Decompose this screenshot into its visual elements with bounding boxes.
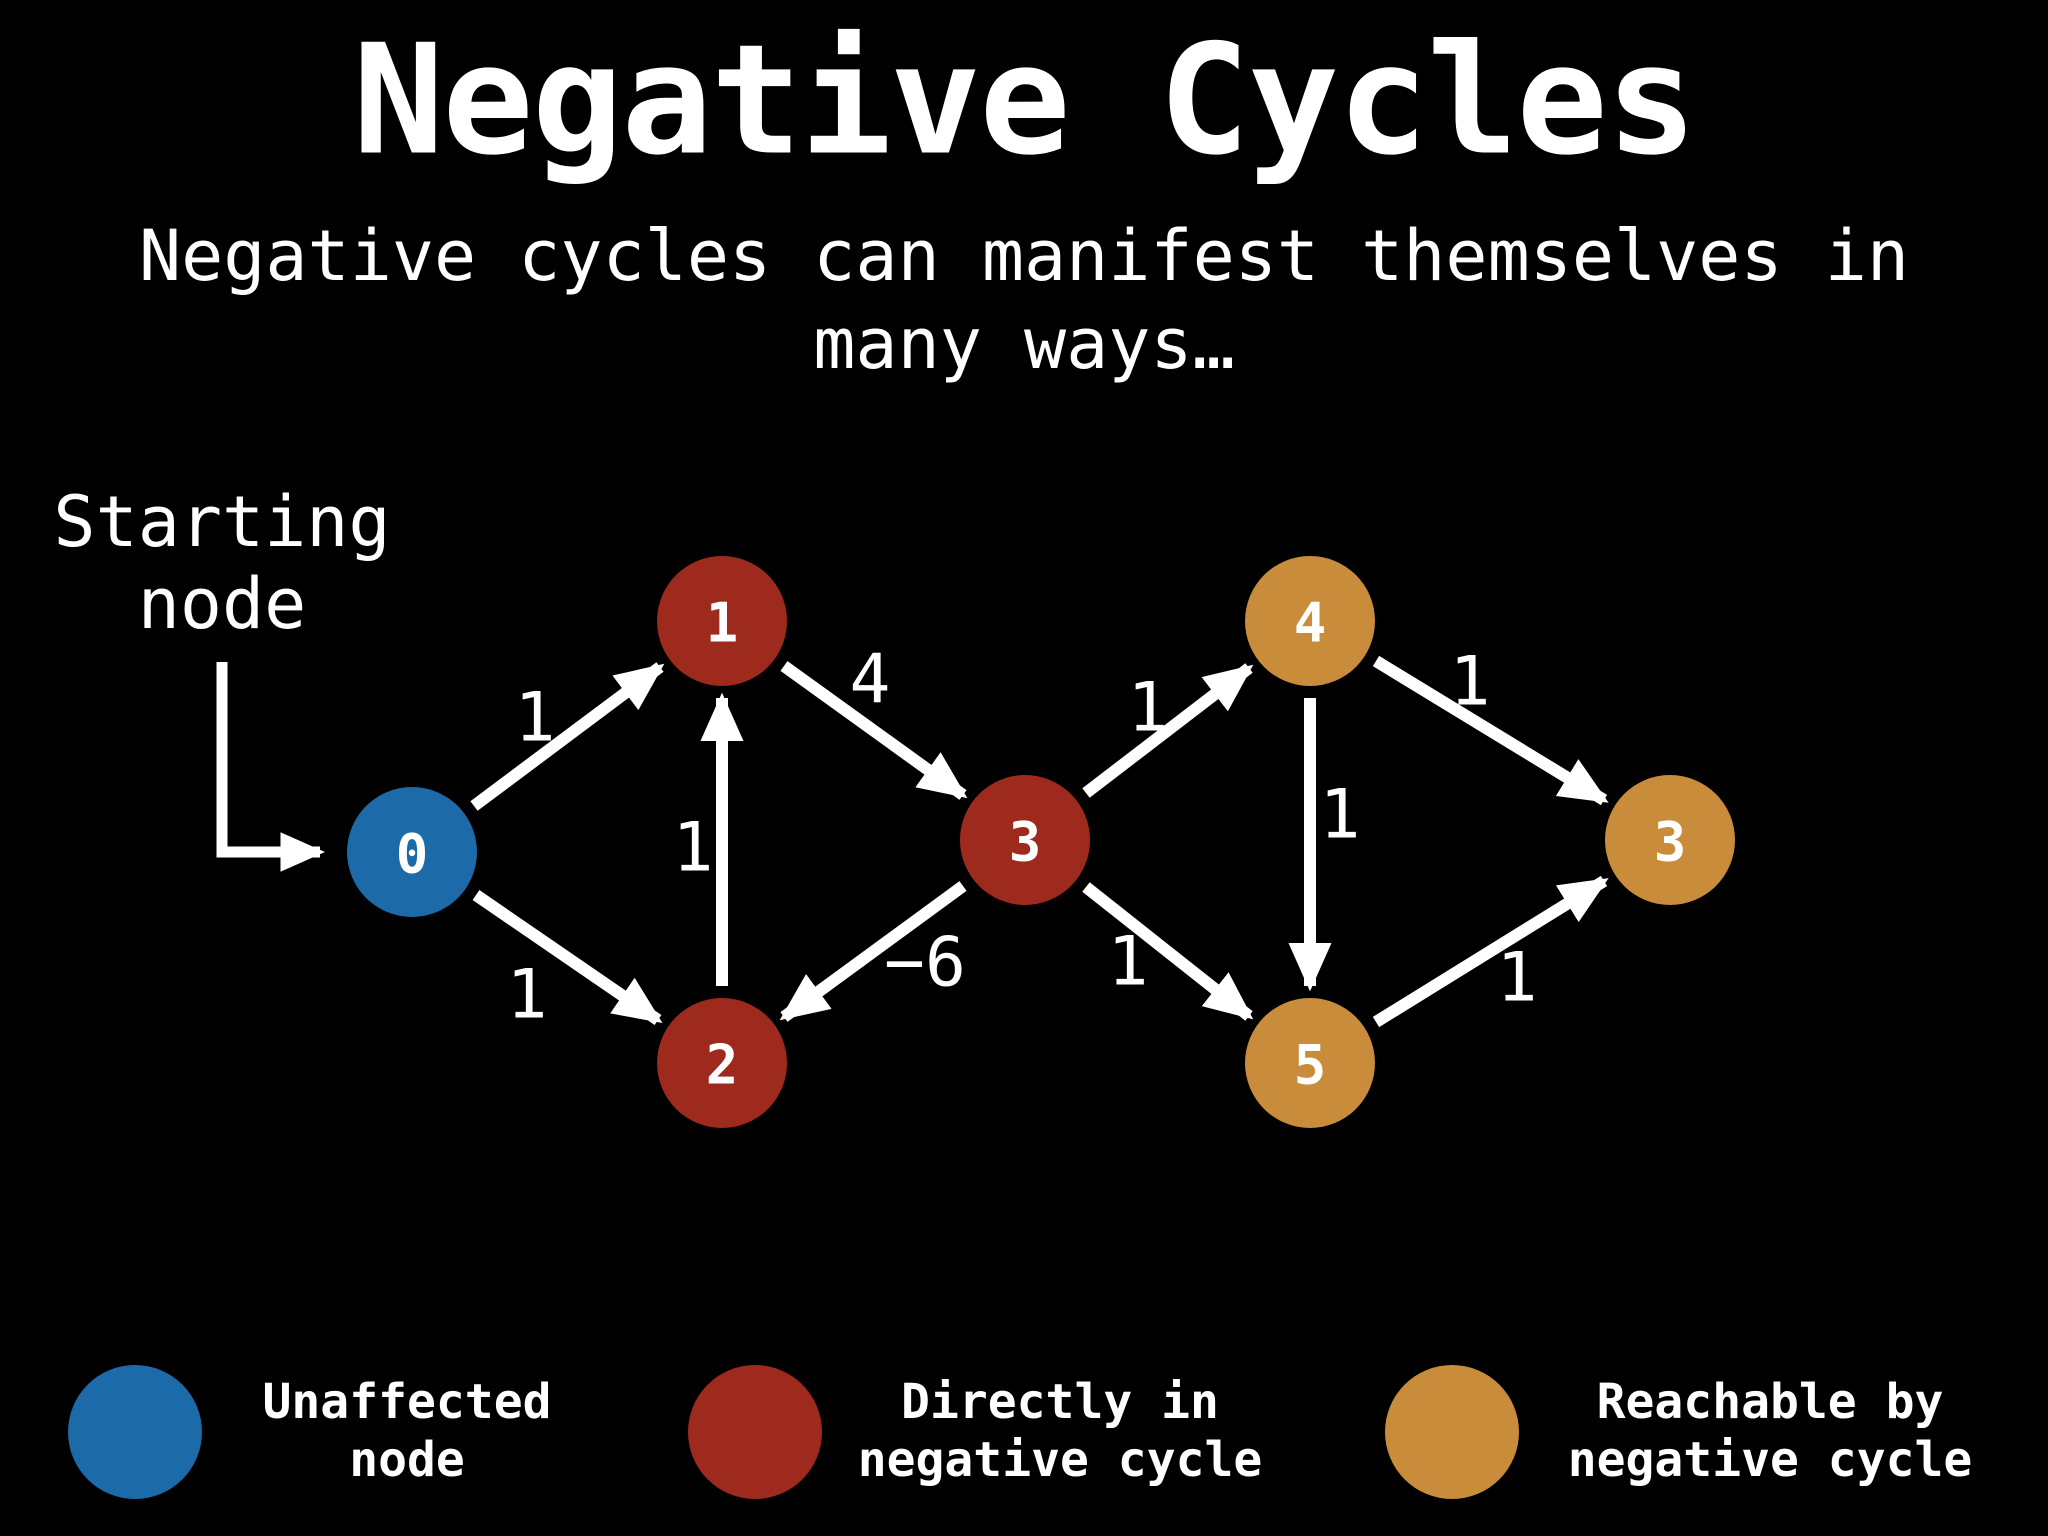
edge-weight-3-2: −6 — [884, 924, 966, 1003]
legend-label-unaffected-line-1: Unaffected — [263, 1374, 552, 1430]
edge-weight-4-5: 1 — [1320, 776, 1361, 855]
legend: Unaffected node Directly in negative cyc… — [68, 1365, 1972, 1499]
graph-nodes: 0 1 2 3 4 5 3 — [347, 556, 1735, 1128]
graph-node-2: 2 — [657, 998, 787, 1128]
node-label-5: 5 — [1294, 1034, 1327, 1097]
subtitle-line-2: many ways… — [813, 303, 1234, 385]
edge-3-5 — [1082, 882, 1254, 1021]
legend-label-reachable-line-2: negative cycle — [1568, 1432, 1973, 1488]
node-circle-0 — [347, 787, 477, 917]
edge-0-2 — [472, 890, 663, 1025]
node-circle-5 — [1245, 998, 1375, 1128]
subtitle-line-1: Negative cycles can manifest themselves … — [139, 215, 1909, 297]
edge-weight-1-3: 4 — [850, 641, 891, 720]
edge-weight-3-4: 1 — [1128, 669, 1169, 748]
edge-weight-3-5: 1 — [1108, 923, 1149, 1002]
graph-node-4: 4 — [1245, 556, 1375, 686]
node-label-0: 0 — [396, 823, 429, 886]
graph-node-3: 3 — [960, 775, 1090, 905]
node-circle-2 — [657, 998, 787, 1128]
edge-weight-2-1: 1 — [673, 809, 714, 888]
edge-weight-0-1: 1 — [515, 679, 556, 758]
node-circle-3-right — [1605, 775, 1735, 905]
edge-3-4 — [1082, 663, 1254, 798]
node-label-3-right: 3 — [1654, 811, 1687, 874]
edge-5-3right — [1372, 875, 1609, 1028]
edge-0-1 — [470, 662, 665, 811]
edge-4-3right — [1372, 655, 1609, 806]
legend-item-unaffected: Unaffected node — [68, 1365, 551, 1499]
legend-label-reachable-line-1: Reachable by — [1597, 1374, 1944, 1430]
starting-label-line-1: Starting — [53, 481, 390, 563]
node-label-2: 2 — [706, 1034, 739, 1097]
page-title: Negative Cycles — [353, 12, 1696, 189]
node-circle-4 — [1245, 556, 1375, 686]
legend-label-negative-cycle-line-2: negative cycle — [858, 1432, 1263, 1488]
graph-node-5: 5 — [1245, 998, 1375, 1128]
edge-weight-5-3right: 1 — [1497, 939, 1538, 1018]
starting-label-line-2: node — [138, 563, 307, 645]
edge-weights: 1 1 1 4 −6 1 1 1 1 1 — [507, 641, 1538, 1035]
edge-3-2 — [779, 881, 967, 1022]
graph-node-1: 1 — [657, 556, 787, 686]
legend-item-reachable: Reachable by negative cycle — [1385, 1365, 1972, 1499]
node-circle-3 — [960, 775, 1090, 905]
node-label-4: 4 — [1294, 592, 1327, 655]
legend-label-negative-cycle-line-1: Directly in — [901, 1374, 1219, 1430]
node-label-1: 1 — [706, 592, 739, 655]
legend-label-unaffected-line-2: node — [349, 1432, 465, 1488]
edge-weight-0-2: 1 — [507, 956, 548, 1035]
legend-item-negative-cycle: Directly in negative cycle — [688, 1365, 1262, 1499]
node-circle-1 — [657, 556, 787, 686]
legend-swatch-unaffected — [68, 1365, 202, 1499]
graph-node-0: 0 — [347, 787, 477, 917]
starting-node-arrow — [216, 662, 325, 872]
edge-1-3 — [780, 661, 968, 800]
edge-weight-4-3right: 1 — [1450, 643, 1491, 722]
graph-node-3-right: 3 — [1605, 775, 1735, 905]
graph-edges — [470, 655, 1609, 1028]
node-label-3: 3 — [1009, 811, 1042, 874]
legend-swatch-negative-cycle — [688, 1365, 822, 1499]
legend-swatch-reachable — [1385, 1365, 1519, 1499]
starting-node-annotation: Starting node — [53, 481, 391, 872]
